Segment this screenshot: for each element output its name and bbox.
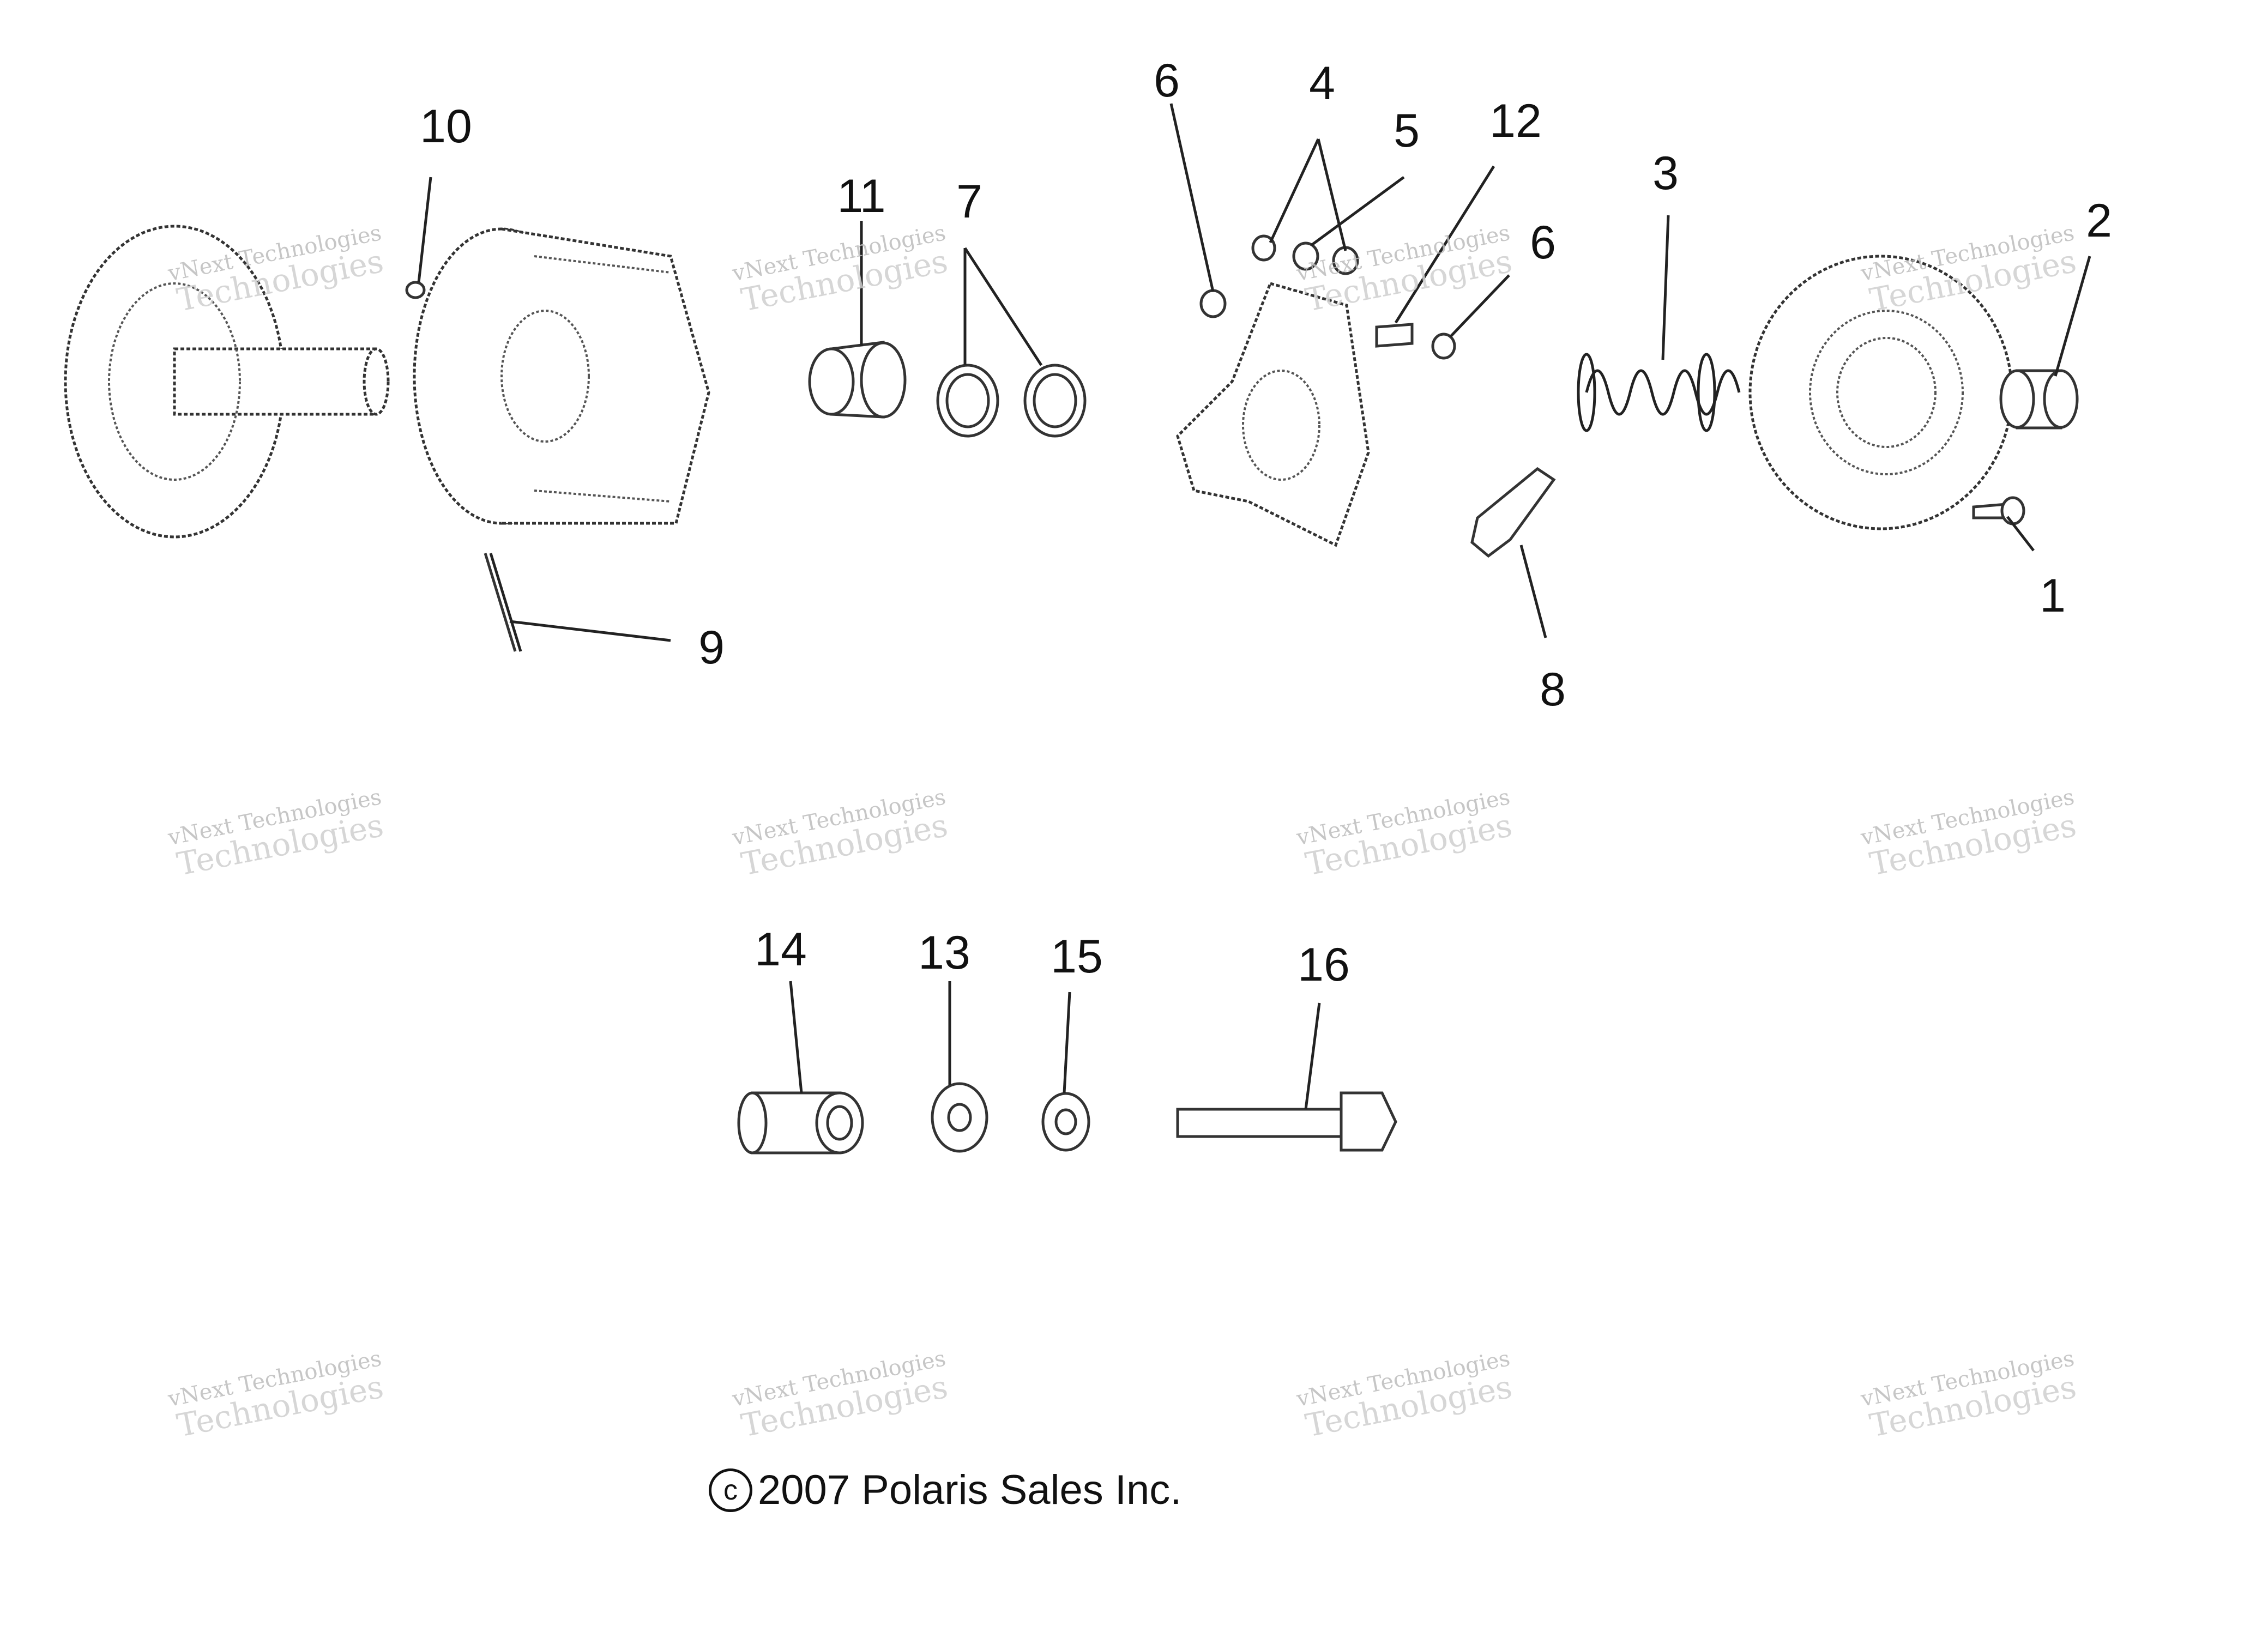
callout-10: 10 (420, 100, 472, 153)
callout-5: 5 (1394, 105, 1420, 157)
callout-16: 16 (1298, 939, 1350, 991)
callout-8: 8 (1540, 663, 1566, 716)
bushing-part (808, 341, 907, 419)
callout-11: 11 (837, 170, 886, 222)
screw-part (1972, 496, 2025, 525)
callout-12: 12 (1489, 95, 1542, 147)
callout-9: 9 (698, 621, 725, 674)
washer-large-part (931, 1082, 988, 1153)
weight-part (1470, 467, 1556, 558)
leader-lines (417, 103, 2091, 1110)
pin-part (484, 553, 522, 652)
callout-13: 13 (918, 927, 970, 979)
callout-3: 3 (1652, 147, 1679, 200)
spring-part (1577, 353, 1741, 432)
seal-parts (936, 364, 1087, 438)
callout-2: 2 (2086, 195, 2112, 247)
spider-part (1176, 281, 1370, 547)
fixed-sheave-part (64, 225, 390, 539)
set-screw-part (405, 281, 426, 299)
callout-4: 4 (1309, 57, 1335, 110)
moveable-sheave-part (413, 227, 710, 525)
cover-bushing-part (1999, 369, 2079, 430)
copyright-text: 2007 Polaris Sales Inc. (758, 1467, 1182, 1513)
copyright-symbol-icon: c (709, 1468, 752, 1512)
spacer-part (737, 1091, 864, 1155)
callout-15: 15 (1051, 930, 1103, 983)
callout-6-upper: 6 (1154, 55, 1180, 107)
callout-14: 14 (755, 923, 807, 976)
callout-1: 1 (2040, 570, 2066, 622)
bolt-part (1176, 1091, 1397, 1152)
callout-6-lower: 6 (1530, 216, 1556, 269)
callout-7: 7 (956, 176, 982, 228)
washer-small-part (1041, 1092, 1090, 1152)
